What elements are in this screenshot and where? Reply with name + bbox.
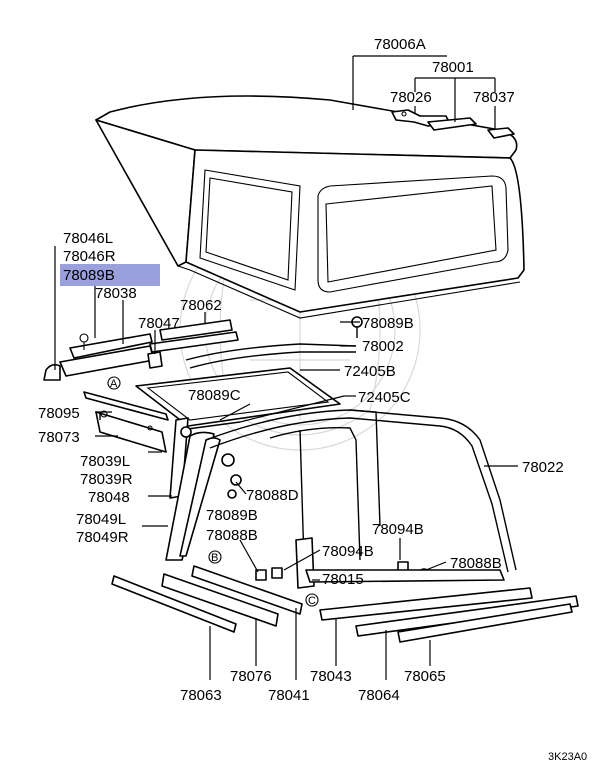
label-78089B-highlight: 78089B <box>63 267 115 284</box>
label-78022: 78022 <box>522 459 564 476</box>
rail-78064 <box>355 595 579 637</box>
rail-78076 <box>161 573 279 627</box>
side-rail-78062 <box>149 319 239 353</box>
label-78043: 78043 <box>310 668 352 685</box>
bracket-78037 <box>487 127 515 139</box>
highlight-box <box>60 264 160 286</box>
nut-78094B-left <box>271 567 283 579</box>
svg-text:A: A <box>110 378 118 390</box>
label-78038: 78038 <box>95 285 137 302</box>
hardtop-shell <box>95 95 525 319</box>
label-78064: 78064 <box>358 687 400 704</box>
marker-B: B <box>208 550 222 564</box>
label-78041: 78041 <box>268 687 310 704</box>
label-78076: 78076 <box>230 668 272 685</box>
marker-A: A <box>107 376 121 390</box>
label-78001: 78001 <box>432 59 474 76</box>
label-78046R: 78046R <box>63 248 116 265</box>
label-78015: 78015 <box>322 571 364 588</box>
label-78026: 78026 <box>390 89 432 106</box>
label-78039L: 78039L <box>80 453 130 470</box>
rail-78063 <box>111 575 237 633</box>
label-78089B-lower: 78089B <box>206 507 258 524</box>
label-78065: 78065 <box>404 668 446 685</box>
label-78039R: 78039R <box>80 471 133 488</box>
label-78073: 78073 <box>38 429 80 446</box>
label-78095: 78095 <box>38 405 80 422</box>
part-labels: 78006A 78001 78026 78037 78046L 78046R 7… <box>38 36 564 704</box>
label-78088B-right: 78088B <box>450 555 502 572</box>
label-78046L: 78046L <box>63 230 113 247</box>
label-72405B: 72405B <box>344 363 396 380</box>
seal-78047 <box>147 351 163 369</box>
label-78062: 78062 <box>180 297 222 314</box>
label-78094B-left: 78094B <box>322 543 374 560</box>
rail-78022-lower <box>305 569 505 583</box>
marker-C: C <box>305 593 319 607</box>
weatherstrip-78002 <box>185 343 357 369</box>
rail-78043 <box>319 587 533 621</box>
label-78002: 78002 <box>362 338 404 355</box>
svg-text:B: B <box>211 552 218 564</box>
rail-78041 <box>191 565 303 615</box>
label-72405C: 72405C <box>358 389 411 406</box>
nut-78088D <box>230 474 242 486</box>
label-78063: 78063 <box>180 687 222 704</box>
diagram-code: 3K23A0 <box>548 751 587 763</box>
leader-lines <box>54 55 518 680</box>
label-78094B-right: 78094B <box>372 521 424 538</box>
rail-78065 <box>397 603 573 643</box>
trim-strip-A <box>83 391 169 453</box>
label-78089B-upper: 78089B <box>362 315 414 332</box>
bracket-78001 <box>427 117 477 131</box>
label-78037: 78037 <box>473 89 515 106</box>
label-78088B-left: 78088B <box>206 527 258 544</box>
bolt-78089B-lower <box>227 489 237 499</box>
label-78089C: 78089C <box>188 387 241 404</box>
label-78047: 78047 <box>138 315 180 332</box>
nut-78088B-left <box>255 569 267 581</box>
svg-text:C: C <box>308 595 316 607</box>
label-78048: 78048 <box>88 489 130 506</box>
roll-bar-78022 <box>205 409 517 573</box>
label-78006A: 78006A <box>374 36 426 53</box>
label-78088D: 78088D <box>246 487 299 504</box>
side-rail-78038 <box>43 333 155 381</box>
bolt-78089B <box>351 316 363 338</box>
window-frame-72405B <box>135 367 341 427</box>
label-78049L: 78049L <box>76 511 126 528</box>
label-78049R: 78049R <box>76 529 129 546</box>
